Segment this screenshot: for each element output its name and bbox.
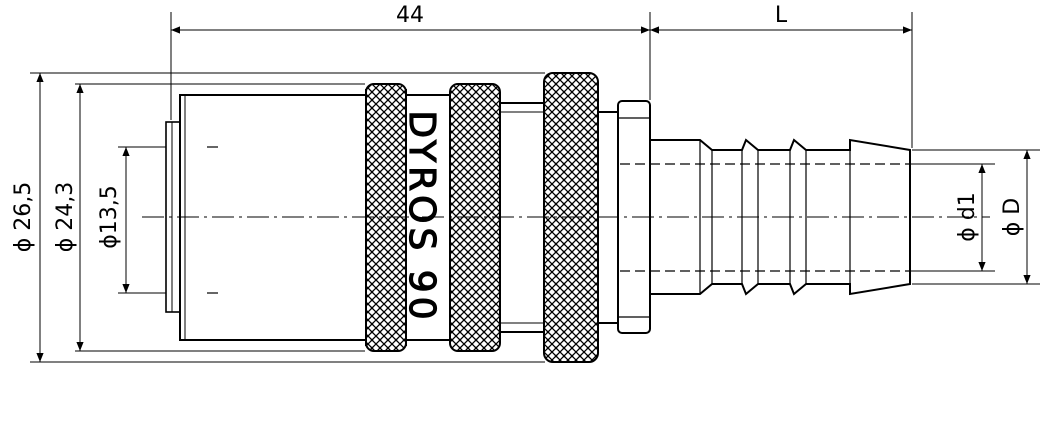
dim-text-D: ϕ D <box>1000 198 1025 236</box>
dim-text-24-3: ϕ 24,3 <box>53 182 78 253</box>
extension-lines <box>30 12 1040 363</box>
barb-bore-hidden <box>620 163 910 272</box>
dim-text-44: 44 <box>396 3 424 28</box>
bore-hidden-marks <box>207 146 218 294</box>
dimension-lines <box>36 26 1031 362</box>
dim-text-26-5: ϕ 26,5 <box>11 182 36 253</box>
dim-text-L: L <box>775 3 788 28</box>
dim-text-13-5: ϕ13,5 <box>97 185 122 249</box>
